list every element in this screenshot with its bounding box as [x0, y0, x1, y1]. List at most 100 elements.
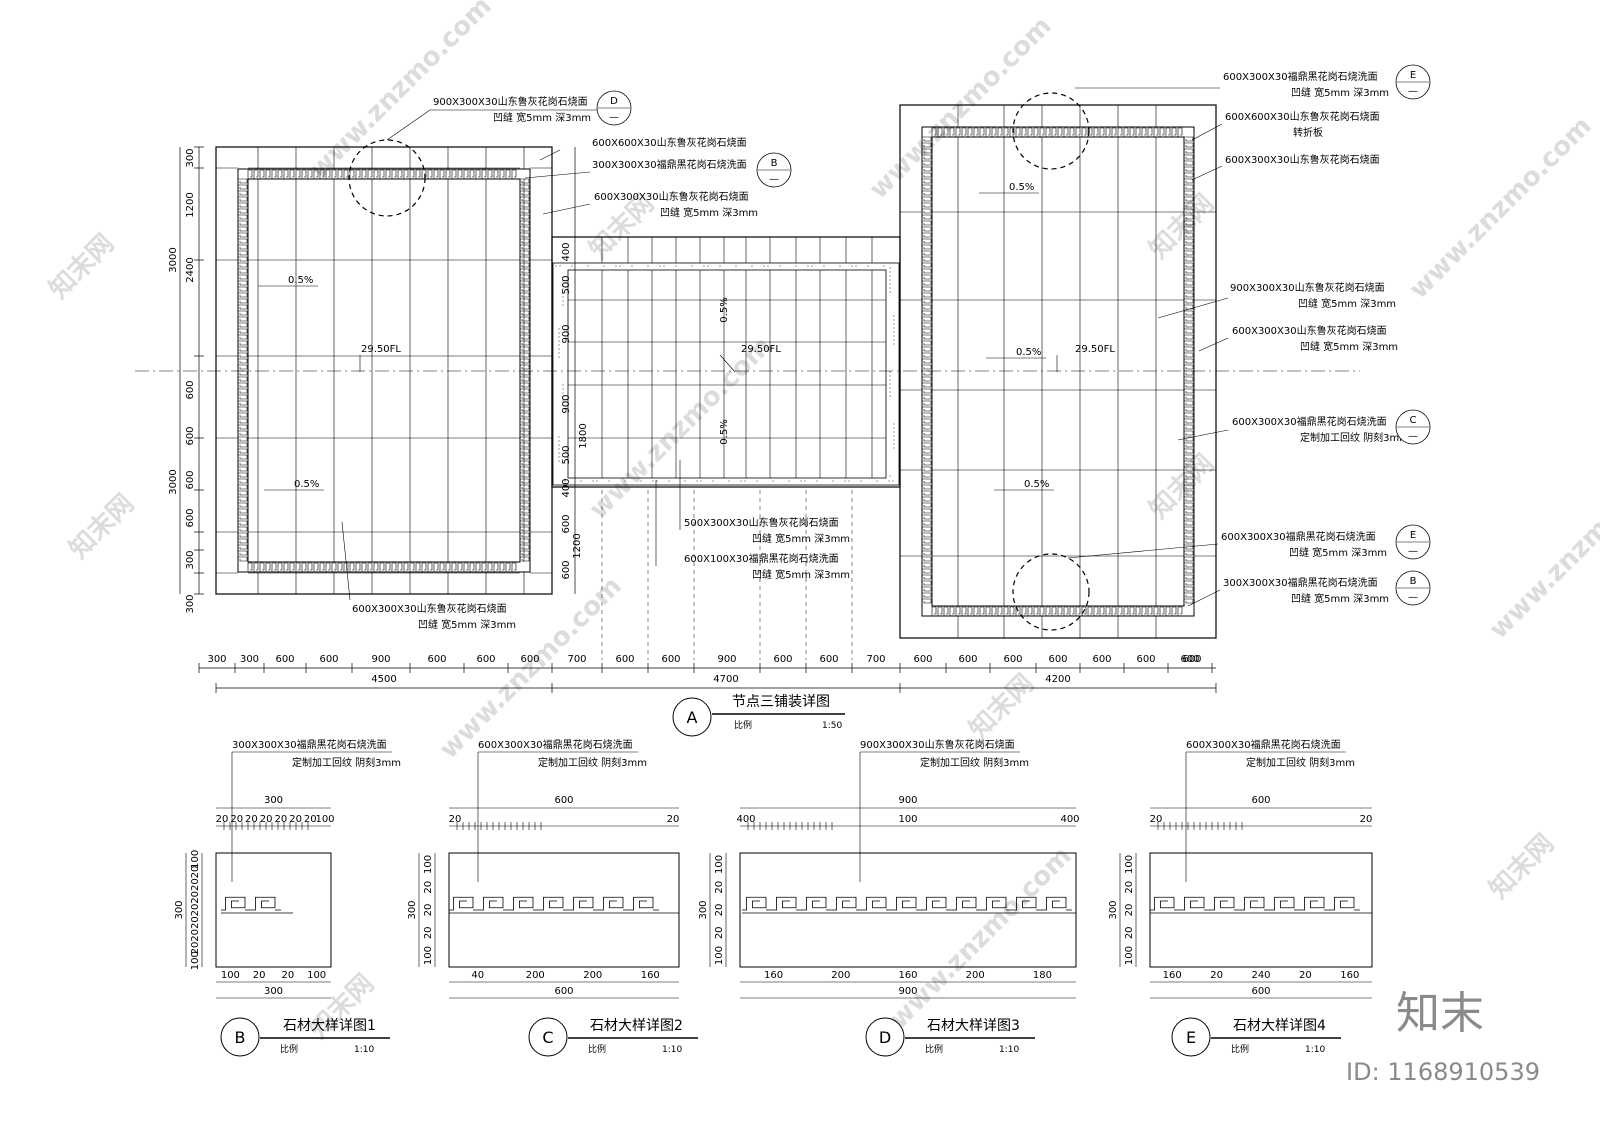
dim-text: 20 — [216, 814, 229, 825]
fret-mark — [1184, 454, 1194, 460]
fret-mark — [238, 256, 248, 262]
fret-mark — [238, 544, 248, 550]
dim-text: 200 — [583, 970, 602, 981]
fret-mark — [520, 388, 530, 394]
dim-text: 600 — [773, 654, 792, 665]
speckle-dot — [744, 480, 746, 482]
fret-mark — [337, 169, 343, 179]
watermark-site: 知末网 — [1484, 829, 1560, 905]
speckle-dot — [558, 448, 560, 450]
fret-mark — [922, 208, 932, 214]
watermark-site: www.znzmo.com — [304, 0, 498, 185]
fret-mark — [922, 358, 932, 364]
material-note: 900X300X30山东鲁灰花岗石烧面 — [1230, 281, 1385, 294]
fret-mark — [922, 250, 932, 256]
speckle-dot — [751, 265, 753, 267]
fret-mark — [367, 562, 373, 572]
speckle-dot — [562, 408, 564, 410]
material-note-detail: 凹缝 宽5mm 深3mm — [752, 568, 850, 581]
fret-mark — [520, 190, 530, 196]
speckle-dot — [889, 379, 891, 381]
fret-mark — [520, 196, 530, 202]
speckle-dot — [800, 480, 802, 482]
fret-mark — [1184, 202, 1194, 208]
fret-mark — [1184, 208, 1194, 214]
fret-mark — [1184, 322, 1194, 328]
fret-mark — [931, 127, 937, 137]
speckle-dot — [571, 265, 573, 267]
fret-mark — [922, 436, 932, 442]
leader-line — [386, 109, 431, 141]
fret-mark — [922, 454, 932, 460]
fret-mark — [1184, 364, 1194, 370]
fret-mark — [238, 526, 248, 532]
title-bubble — [1171, 1017, 1211, 1057]
left-paving-block — [215, 146, 553, 595]
fret-mark — [238, 202, 248, 208]
fret-mark — [922, 274, 932, 280]
fret-mark — [922, 442, 932, 448]
speckle-dot — [656, 480, 658, 482]
slope-label: 0.5% — [288, 275, 313, 286]
fret-mark — [922, 172, 932, 178]
fret-mark — [1184, 346, 1194, 352]
slope-label: 0.5% — [294, 479, 319, 490]
fret-mark — [1184, 490, 1194, 496]
fret-mark — [520, 316, 530, 322]
speckle-dot — [811, 265, 813, 267]
material-note-detail: 凹缝 宽5mm 深3mm — [1291, 86, 1389, 99]
leader-line — [1191, 165, 1223, 181]
scale-label: 比例 — [1231, 1043, 1249, 1055]
speckle-dot — [624, 480, 626, 482]
fret-mark — [313, 562, 319, 572]
fret-mark — [313, 169, 319, 179]
fret-mark — [922, 418, 932, 424]
fret-mark — [922, 244, 932, 250]
fret-mark — [238, 418, 248, 424]
fret-mark — [1184, 316, 1194, 322]
fret-mark — [922, 190, 932, 196]
speckle-dot — [893, 339, 895, 341]
material-note-detail: 凹缝 宽5mm 深3mm — [493, 111, 591, 124]
speckle-dot — [559, 265, 561, 267]
fret-mark — [520, 436, 530, 442]
speckle-dot — [558, 344, 560, 346]
speckle-dot — [893, 447, 895, 449]
speckle-dot — [735, 265, 737, 267]
speckle-dot — [707, 265, 709, 267]
fret-mark — [922, 466, 932, 472]
dim-text: 20 — [260, 814, 273, 825]
speckle-dot — [562, 404, 564, 406]
fret-mark — [307, 562, 313, 572]
fret-mark — [520, 478, 530, 484]
material-note: 600X300X30福鼎黑花岗石烧洗面 — [1232, 415, 1387, 428]
material-note: 600X300X30山东鲁灰花岗石烧面 — [1225, 153, 1380, 166]
fret-mark — [1184, 598, 1194, 604]
fret-mark — [469, 169, 475, 179]
fret-mark — [922, 280, 932, 286]
fret-mark — [361, 169, 367, 179]
fret-mark — [520, 520, 530, 526]
fret-mark — [475, 562, 481, 572]
fret-mark — [1184, 484, 1194, 490]
fret-mark — [520, 370, 530, 376]
fret-mark — [1184, 196, 1194, 202]
fret-mark — [283, 562, 289, 572]
fret-mark — [457, 562, 463, 572]
speckle-dot — [619, 265, 621, 267]
dim-text: 600 — [1092, 654, 1111, 665]
fret-mark — [973, 606, 979, 616]
leader-line — [1177, 429, 1229, 441]
fret-mark — [520, 394, 530, 400]
fret-mark — [1184, 328, 1194, 334]
dim-total-text: 4700 — [713, 674, 738, 685]
drawing-title: 石材大样详图1 — [283, 1018, 376, 1034]
fret-mark — [922, 520, 932, 526]
fret-mark — [1184, 568, 1194, 574]
fret-mark — [289, 562, 295, 572]
material-note: 600X300X30山东鲁灰花岗石烧面 — [1232, 324, 1387, 337]
dim-total-text: 600 — [554, 986, 573, 997]
fret-mark — [1184, 238, 1194, 244]
fret-mark — [922, 166, 932, 172]
fret-mark — [238, 232, 248, 238]
